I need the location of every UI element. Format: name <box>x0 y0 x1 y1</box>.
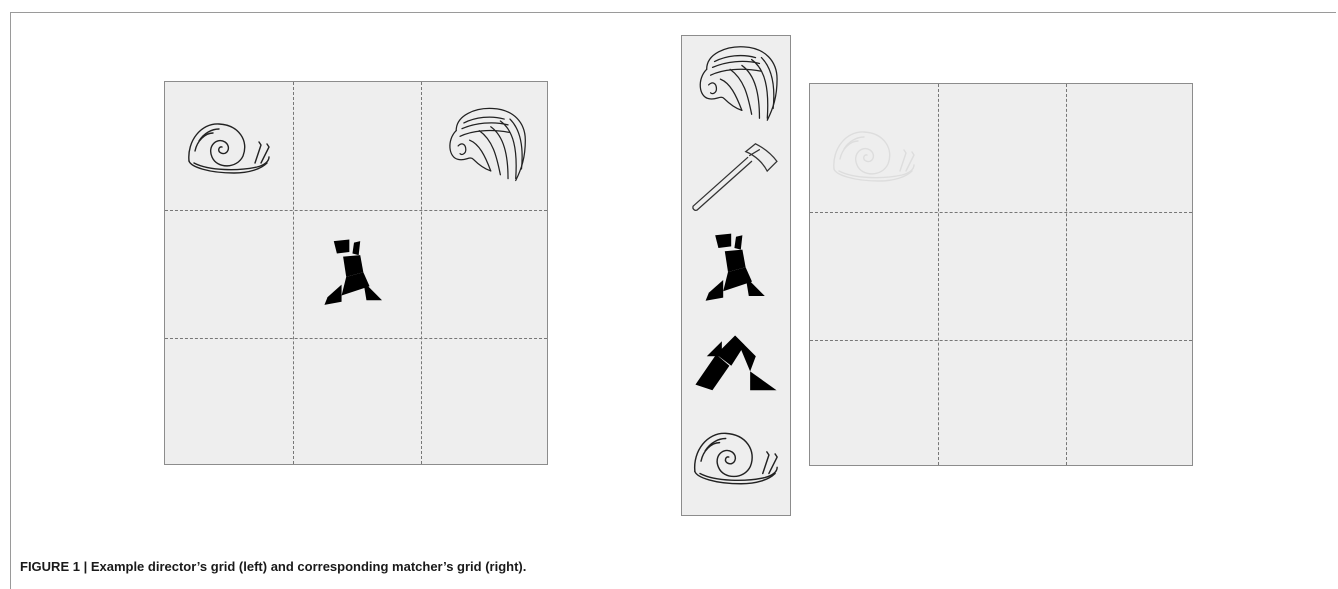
grid-divider <box>421 82 422 464</box>
director-grid <box>164 81 548 465</box>
grid-divider <box>810 340 1192 341</box>
snail-icon <box>179 110 279 182</box>
grid-divider <box>293 82 294 464</box>
grid-divider <box>810 212 1192 213</box>
grid-divider <box>1066 84 1067 465</box>
faint-snail-icon <box>824 118 924 190</box>
piece-tray <box>681 35 791 516</box>
snail-icon[interactable] <box>682 420 790 492</box>
tangram-figure-icon <box>313 238 395 308</box>
axe-icon[interactable] <box>682 136 790 214</box>
hair-wig-icon <box>437 100 533 190</box>
tangram-house-icon[interactable] <box>682 328 790 394</box>
grid-divider <box>165 338 547 339</box>
tangram-figure-icon[interactable] <box>682 232 790 304</box>
grid-divider <box>165 210 547 211</box>
figure-caption: FIGURE 1 | Example director’s grid (left… <box>20 559 527 574</box>
matcher-grid <box>809 83 1193 466</box>
grid-divider <box>938 84 939 465</box>
hair-wig-icon[interactable] <box>682 40 790 128</box>
figure-frame <box>10 12 1336 589</box>
